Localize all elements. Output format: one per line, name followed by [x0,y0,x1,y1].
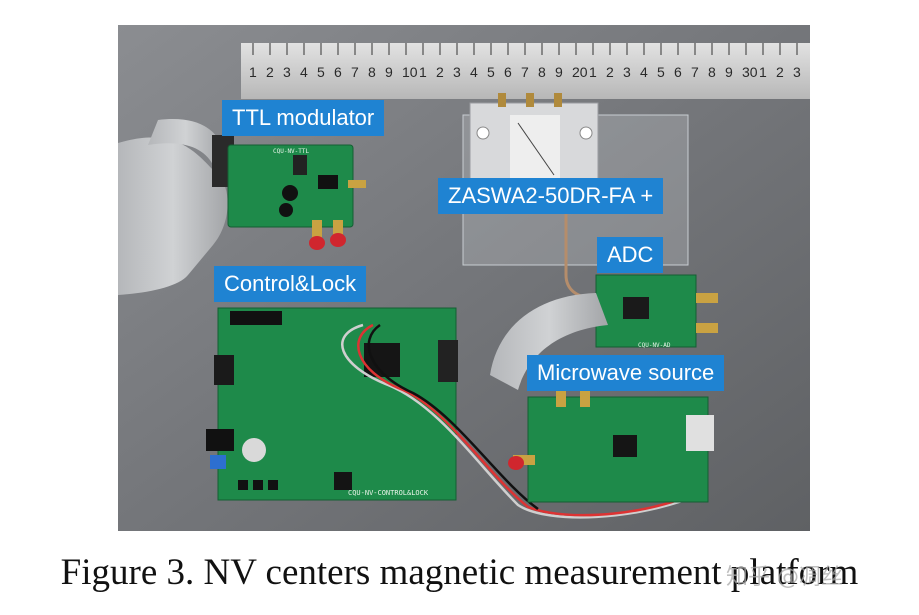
label-microwave-source: Microwave source [527,355,725,391]
ruler-number: 20 [572,64,588,80]
ruler-ticks [252,43,798,55]
ruler-number: 1 [759,64,767,80]
adc-board: CQU-NV-AD [595,274,718,349]
adc-board-text: CQU-NV-AD [638,342,671,349]
ruler-number: 1 [589,64,597,80]
ruler-number: 8 [708,64,716,80]
ruler-number: 9 [385,64,393,80]
ruler-number: 2 [606,64,614,80]
ribbon-cable-adc [490,293,608,390]
ruler-number: 4 [470,64,478,80]
ruler-number: 7 [521,64,529,80]
control-board-text: CQU-NV-CONTROL&LOCK [348,489,429,497]
ruler-number: 3 [283,64,291,80]
control-lock-board: CQU-NV-CONTROL&LOCK [206,307,458,501]
ruler-number: 6 [504,64,512,80]
ruler-number: 1 [249,64,257,80]
label-control-lock: Control&Lock [214,266,367,302]
ruler-number: 5 [317,64,325,80]
ruler-number: 30 [742,64,758,80]
ruler-number: 5 [487,64,495,80]
figure-caption: Figure 3. NV centers magnetic measuremen… [60,552,859,593]
ruler-number: 3 [453,64,461,80]
label-ttl-modulator: TTL modulator [222,100,385,136]
ruler-number: 8 [368,64,376,80]
ruler-number: 4 [640,64,648,80]
ttl-modulator-board: CQU-NV-TTL [227,144,366,250]
microwave-source-board [508,391,714,503]
ruler-number: 7 [691,64,699,80]
ruler-number: 5 [657,64,665,80]
ruler-number: 4 [300,64,308,80]
ribbon-cable-top [118,137,228,295]
label-adc: ADC [597,237,664,273]
ruler-number: 3 [623,64,631,80]
ruler-number: 1 [419,64,427,80]
watermark: 知乎 @凋丝 [726,565,843,590]
ttl-board-text: CQU-NV-TTL [273,148,310,155]
label-rf-switch: ZASWA2-50DR-FA + [438,178,664,214]
ruler-number: 2 [436,64,444,80]
ruler-number: 3 [793,64,801,80]
ruler-number: 2 [776,64,784,80]
ruler-number: 2 [266,64,274,80]
ruler-number: 8 [538,64,546,80]
ruler-number: 9 [555,64,563,80]
ruler-number: 9 [725,64,733,80]
ruler-number: 6 [674,64,682,80]
ruler-number: 6 [334,64,342,80]
ruler-number: 7 [351,64,359,80]
ruler-number: 10 [402,64,418,80]
